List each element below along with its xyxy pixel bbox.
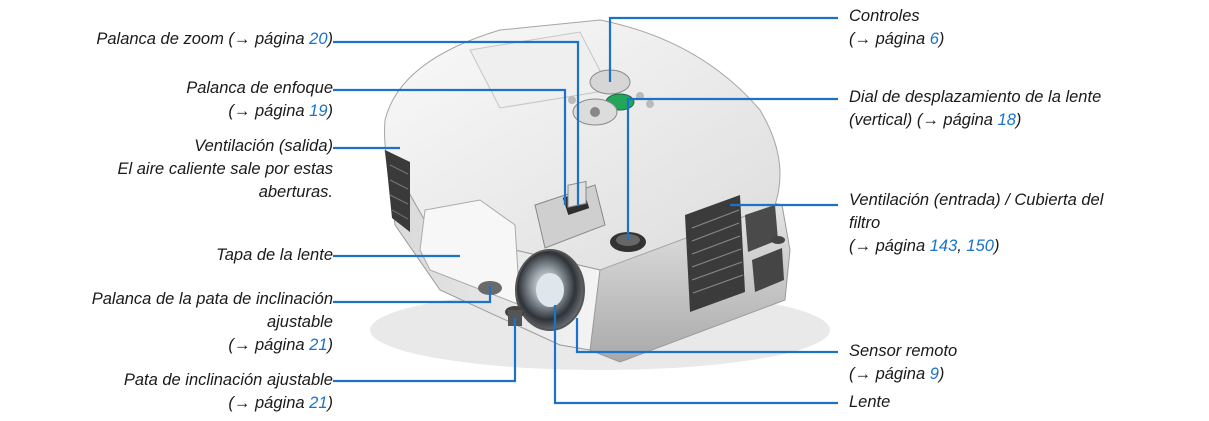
label-line: Dial de desplazamiento de la lente <box>849 88 1102 106</box>
label-line: Palanca de enfoque <box>186 79 333 97</box>
label-line: (→ página 143, 150) <box>849 237 1000 255</box>
vent-outlet-grille <box>385 150 410 232</box>
label-line: aberturas. <box>258 183 333 201</box>
page-link[interactable]: 18 <box>997 111 1016 129</box>
label-line: filtro <box>849 214 881 232</box>
label-controls: Controles (→ página 6) <box>849 5 944 51</box>
label-tilt-foot-lever: Palanca de la pata de inclinación ajusta… <box>92 288 333 357</box>
label-vent-inlet-filter: Ventilación (entrada) / Cubierta del fil… <box>849 189 1103 258</box>
label-line: El aire caliente sale por estas <box>117 160 333 178</box>
page-link[interactable]: 143 <box>929 237 958 255</box>
page-link[interactable]: 19 <box>309 102 328 120</box>
label-lens: Lente <box>849 391 890 414</box>
label-line: (vertical) (→ página 18) <box>849 111 1022 129</box>
lens-cap <box>419 199 521 306</box>
label-remote-sensor: Sensor remoto (→ página 9) <box>849 340 957 386</box>
label-line: Sensor remoto <box>849 342 958 360</box>
label-vent-outlet: Ventilación (salida) El aire caliente sa… <box>117 135 333 204</box>
label-lens-shift-dial: Dial de desplazamiento de la lente (vert… <box>849 86 1101 132</box>
label-line: (→ página 6) <box>849 30 945 48</box>
vent-inlet-grille <box>685 195 784 312</box>
leader-tilt-foot <box>333 318 517 383</box>
label-lens-cap: Tapa de la lente <box>216 244 333 267</box>
label-line: (→ página 21) <box>228 394 333 412</box>
label-line: (→ página 19) <box>228 102 333 120</box>
page-link[interactable]: 150 <box>966 237 994 255</box>
page-link[interactable]: 21 <box>309 394 328 412</box>
leader-zoom <box>333 40 580 205</box>
label-line: (→ página 21) <box>228 336 333 354</box>
page-link[interactable]: 21 <box>309 336 328 354</box>
label-line: ajustable <box>266 313 333 331</box>
label-line: Lente <box>849 393 891 411</box>
leader-focus <box>333 88 567 205</box>
leader-lens-shift <box>626 97 838 240</box>
label-line: Tapa de la lente <box>216 246 333 264</box>
label-line: Ventilación (entrada) / Cubierta del <box>849 191 1104 209</box>
label-line: Pata de inclinación ajustable <box>123 371 333 389</box>
label-line: Controles <box>849 7 920 25</box>
leader-tilt-lever <box>333 286 492 304</box>
label-line: Palanca de zoom (→ página 20) <box>96 30 333 48</box>
leader-lens <box>553 305 838 405</box>
label-line: Ventilación (salida) <box>194 137 333 155</box>
leader-controls <box>608 16 838 82</box>
label-focus-lever: Palanca de enfoque (→ página 19) <box>186 77 333 123</box>
page-link[interactable]: 6 <box>929 30 939 48</box>
page-link[interactable]: 20 <box>309 30 328 48</box>
label-zoom-lever: Palanca de zoom (→ página 20) <box>96 28 333 51</box>
page-link[interactable]: 9 <box>929 365 939 383</box>
leader-remote <box>575 318 838 354</box>
label-line: (→ página 9) <box>849 365 945 383</box>
label-tilt-foot: Pata de inclinación ajustable (→ página … <box>124 369 333 415</box>
label-line: Palanca de la pata de inclinación <box>91 290 333 308</box>
